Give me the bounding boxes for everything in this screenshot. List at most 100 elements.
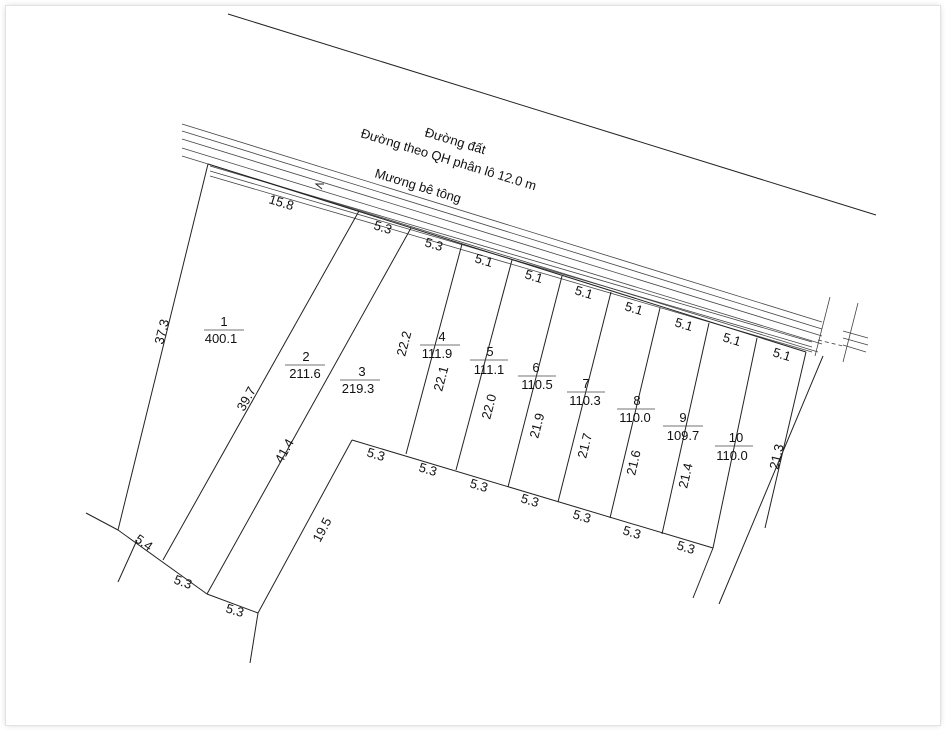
lot-number: 3 (358, 364, 365, 379)
lot-labels: 1 400.1 2 211.6 3 219.3 4 111.9 5 111.1 … (204, 314, 753, 463)
dim-bottom-lot-3: 5.3 (224, 601, 246, 621)
dim-top-lot-1: 15.8 (267, 192, 296, 214)
bottom-dimensions: 5.4 5.3 5.3 5.3 5.3 5.3 5.3 5.3 5.3 5.3 (132, 445, 697, 621)
dirt-road-edge (227, 13, 877, 216)
ditch-flow-arrow (314, 183, 324, 190)
lot-7: 7 110.3 (567, 376, 605, 408)
lot-number: 6 (532, 360, 539, 375)
lot-3-4-divider (405, 243, 463, 455)
concrete-ditch-label: Mương bê tông (373, 166, 463, 207)
road-line-2 (181, 130, 823, 330)
dim-bottom-lot-6: 5.3 (519, 491, 541, 511)
crossing-line-b (842, 302, 859, 363)
dim-top-lot-8: 5.1 (673, 315, 695, 335)
dim-side-21-3: 21.3 (766, 443, 786, 471)
lot-number: 5 (486, 344, 493, 359)
dim-bottom-lot-4: 5.3 (417, 460, 439, 480)
lot-4-5-divider (455, 259, 513, 471)
road-line-4 (181, 147, 823, 345)
lot-area: 110.0 (619, 410, 651, 425)
lot-area: 400.1 (205, 331, 238, 346)
crossing-line-c (842, 330, 869, 339)
lot-1-left-side (117, 163, 209, 531)
rear-boundary (351, 439, 714, 549)
lot-number: 10 (729, 430, 743, 445)
dim-top-lot-6: 5.1 (573, 283, 595, 303)
lot-1-back (117, 529, 208, 595)
crossing-line-e (842, 344, 867, 353)
dim-bottom-lot-9: 5.3 (675, 538, 697, 558)
lot-area: 111.9 (422, 346, 453, 361)
lot-number: 4 (438, 329, 445, 344)
lot-number: 2 (302, 349, 309, 364)
lot-10-right-side (764, 351, 807, 529)
lot-10: 10 110.0 (715, 430, 753, 463)
lot-9-10-divider (712, 337, 758, 549)
lot-area: 109.7 (667, 428, 700, 443)
crossing-dash (817, 339, 844, 347)
lot-3: 3 219.3 (340, 364, 380, 396)
lot-2: 2 211.6 (285, 349, 325, 381)
dim-bottom-lot-2: 5.3 (172, 572, 194, 592)
dim-top-lot-7: 5.1 (623, 299, 645, 319)
lot-area: 111.1 (474, 362, 505, 377)
road-lines (181, 13, 877, 363)
dim-side-22-0: 22.0 (478, 392, 499, 420)
dim-side-21-9: 21.9 (526, 411, 547, 439)
lot-area: 110.0 (716, 448, 748, 463)
dim-bottom-lot-8: 5.3 (621, 523, 643, 543)
dim-top-lot-5: 5.1 (523, 267, 545, 287)
bottom-left-ext-2 (117, 539, 138, 583)
dim-side-22-1: 22.1 (430, 364, 451, 392)
lot-area: 110.3 (569, 393, 601, 408)
bottom-ext (249, 612, 259, 664)
lot-number: 1 (220, 314, 227, 329)
lot-number: 7 (582, 376, 589, 391)
dim-side-21-4: 21.4 (675, 462, 695, 490)
dim-bottom-lot-5: 5.3 (468, 476, 490, 496)
lot-boundaries (85, 163, 824, 664)
lot-5-6-divider (507, 275, 563, 488)
front-boundary (207, 163, 807, 353)
lot-3-back (206, 593, 259, 614)
bottom-left-ext (85, 512, 119, 531)
dim-side-21-6: 21.6 (623, 449, 643, 477)
road-line-3 (181, 138, 823, 337)
lot-7-8-divider (609, 307, 661, 519)
road-line-1 (181, 123, 823, 323)
right-ext-b (718, 355, 824, 605)
side-dimensions: 37.3 39.7 41.4 22.2 22.1 22.0 21.9 21.7 … (151, 318, 786, 545)
lot-3-right-side (257, 439, 353, 614)
lot-area: 219.3 (342, 381, 375, 396)
dim-side-21-7: 21.7 (574, 432, 595, 460)
dim-top-lot-3: 5.3 (423, 235, 445, 255)
lot-area: 110.5 (521, 377, 553, 392)
dim-side-19-5: 19.5 (309, 515, 334, 544)
drawing-frame (6, 6, 940, 725)
lot-8: 8 110.0 (617, 393, 655, 425)
lot-6-7-divider (557, 291, 612, 503)
lot-8-9-divider (661, 322, 710, 535)
dim-top-lot-9: 5.1 (721, 330, 743, 350)
dim-bottom-notch: 5.3 (365, 445, 387, 465)
dim-bottom-lot-7: 5.3 (571, 507, 593, 527)
top-dimensions: 15.8 5.3 5.3 5.1 5.1 5.1 5.1 5.1 5.1 5.1 (267, 192, 793, 365)
dim-side-37-3: 37.3 (151, 318, 172, 346)
dim-side-22-2: 22.2 (393, 329, 414, 357)
lot-2-3-divider (206, 227, 412, 595)
dim-side-39-7: 39.7 (234, 384, 259, 413)
lot-number: 8 (633, 393, 640, 408)
lot-number: 9 (679, 410, 686, 425)
crossing-line-d (842, 337, 869, 346)
lot-1-2-divider (162, 210, 360, 561)
dim-bottom-lot-1: 5.4 (132, 531, 155, 554)
lot-1: 1 400.1 (204, 314, 244, 346)
right-ext-a (692, 547, 714, 599)
lot-6: 6 110.5 (518, 360, 556, 392)
dim-top-lot-4: 5.1 (473, 251, 495, 271)
lot-5: 5 111.1 (470, 344, 508, 377)
lot-4: 4 111.9 (420, 329, 460, 361)
ditch-line-1 (209, 165, 813, 343)
dim-top-lot-2: 5.3 (372, 218, 394, 238)
